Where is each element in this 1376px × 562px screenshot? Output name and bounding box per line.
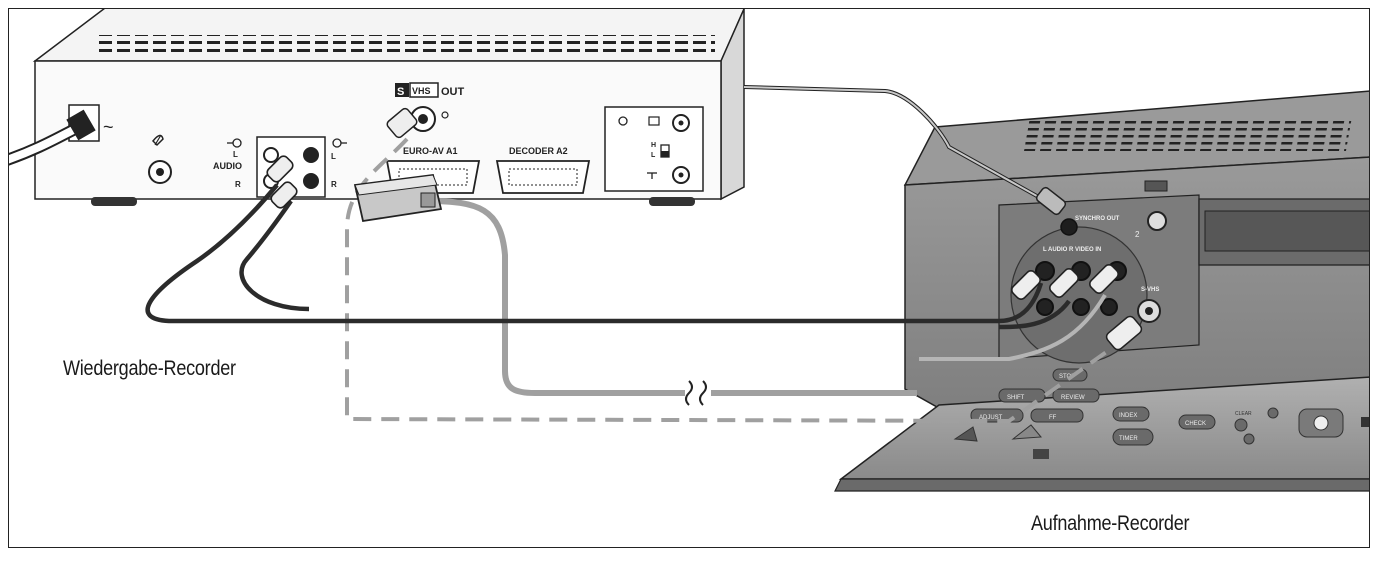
- sync-out-jack: [1060, 218, 1078, 236]
- svhs-label: S-VHS: [1141, 287, 1159, 293]
- av-jack: [1036, 298, 1054, 316]
- svg-text:TIMER: TIMER: [1119, 436, 1138, 442]
- flap-button-edge[interactable]: [1361, 417, 1370, 427]
- flap-buttons: STOP SHIFT REVIEW ADJUST FF INDEX CHECK …: [953, 368, 1370, 446]
- audio-right-l: L: [331, 152, 336, 161]
- connection-diagram: ~ L AUDIO R L R S VHS OUT: [9, 9, 1370, 492]
- flap-button-index[interactable]: INDEX: [1112, 406, 1150, 422]
- euro-av-label: EURO-AV A1: [403, 146, 458, 156]
- recording-recorder: SYNCHRO OUT 2 L AUDIO R VIDEO IN S-VHS: [834, 90, 1369, 492]
- flap-button-shift[interactable]: SHIFT: [998, 388, 1046, 403]
- flap-edge: [834, 478, 1369, 492]
- audio-in-icon: [332, 138, 347, 148]
- flap-arrow-left[interactable]: [953, 426, 978, 442]
- audio-left-l: L: [233, 150, 238, 159]
- audio-jack: [303, 147, 319, 163]
- caption-recording-recorder: Aufnahme-Recorder: [1031, 512, 1190, 535]
- svg-text:FF: FF: [1049, 415, 1057, 421]
- flap-button-review[interactable]: REVIEW: [1052, 388, 1100, 403]
- svhs-badge-s: S: [397, 86, 404, 98]
- audio-left-r: R: [235, 180, 241, 189]
- decoder-label: DECODER A2: [509, 146, 568, 156]
- caption-playback-recorder: Wiedergabe-Recorder: [63, 357, 236, 380]
- recorder-vent: [1023, 121, 1352, 151]
- svhs-out-label: OUT: [441, 86, 465, 98]
- svg-text:SHIFT: SHIFT: [1007, 395, 1025, 401]
- rca-plug: [1089, 264, 1119, 294]
- rca-plug: [1011, 270, 1041, 300]
- cable-break-mark: [685, 380, 693, 406]
- audio-cable-right: [239, 199, 310, 312]
- audio-jack: [263, 147, 279, 163]
- playback-recorder: ~ L AUDIO R L R S VHS OUT: [9, 9, 745, 206]
- rca-plug: [266, 155, 294, 183]
- mains-plug: [66, 109, 96, 141]
- flap-button-small[interactable]: [1243, 433, 1255, 445]
- playback-vent: [99, 35, 715, 57]
- av-jack: [1072, 298, 1090, 316]
- flap-arrow-right[interactable]: [1011, 424, 1043, 440]
- audio-jack: [303, 173, 319, 189]
- antenna-icon: [618, 116, 628, 126]
- flap-button-ff[interactable]: FF: [1030, 408, 1084, 423]
- sync-out-label: SYNCHRO OUT: [1075, 216, 1120, 222]
- flap-button-clear[interactable]: CLEAR: [1234, 411, 1252, 432]
- scart-cable: [426, 198, 685, 396]
- svg-text:STOP: STOP: [1059, 374, 1075, 380]
- svhs-badge: [395, 83, 409, 97]
- rca-plug: [270, 181, 298, 209]
- diagram-frame: ~ L AUDIO R L R S VHS OUT: [8, 8, 1370, 548]
- control-flap: [838, 376, 1369, 480]
- ant-h-label: H: [651, 142, 656, 149]
- svhs-in2-jack: [1147, 211, 1167, 231]
- channel-num: 2: [1135, 230, 1140, 239]
- svhs-plug: [1105, 315, 1143, 351]
- av-jack: [1035, 261, 1055, 281]
- synchro-plug: [1035, 186, 1067, 216]
- ant-l-label: L: [651, 152, 656, 159]
- audio-label: AUDIO: [213, 161, 242, 171]
- flap-button-timer[interactable]: TIMER: [1112, 428, 1154, 446]
- svg-text:CHECK: CHECK: [1185, 421, 1206, 427]
- flap-button-small[interactable]: [1267, 407, 1279, 419]
- audio-cable-left: [145, 183, 1044, 324]
- av-jack: [1100, 298, 1118, 316]
- foot: [91, 197, 137, 206]
- tv-icon: [648, 116, 660, 126]
- audio-right-r: R: [331, 180, 337, 189]
- satellite-dish-icon: [151, 134, 164, 147]
- foot: [649, 197, 695, 206]
- decoder-scart: [495, 160, 591, 194]
- audio-out-icon: [227, 138, 242, 148]
- flap-latch: [1033, 449, 1049, 459]
- audio-cable-right-end: [998, 299, 1071, 330]
- power-icon: [1313, 415, 1329, 431]
- rca-plug: [1049, 268, 1079, 298]
- svg-text:CLEAR: CLEAR: [1235, 411, 1252, 417]
- svhs-badge-vhs: VHS: [412, 86, 431, 96]
- svg-text:REVIEW: REVIEW: [1061, 395, 1085, 401]
- indicator: [1144, 180, 1168, 192]
- mains-symbol: ~: [103, 117, 114, 137]
- video-cable: [919, 293, 1107, 361]
- svg-text:INDEX: INDEX: [1119, 413, 1137, 419]
- cable-break-mark: [699, 380, 707, 406]
- svhs-badge-vhs-box: [409, 82, 439, 98]
- svhs-plug: [386, 107, 418, 139]
- svg-text:ADJUST: ADJUST: [979, 415, 1003, 421]
- flap-button-check[interactable]: CHECK: [1178, 414, 1216, 430]
- audio-video-in-label: L AUDIO R VIDEO IN: [1043, 247, 1101, 253]
